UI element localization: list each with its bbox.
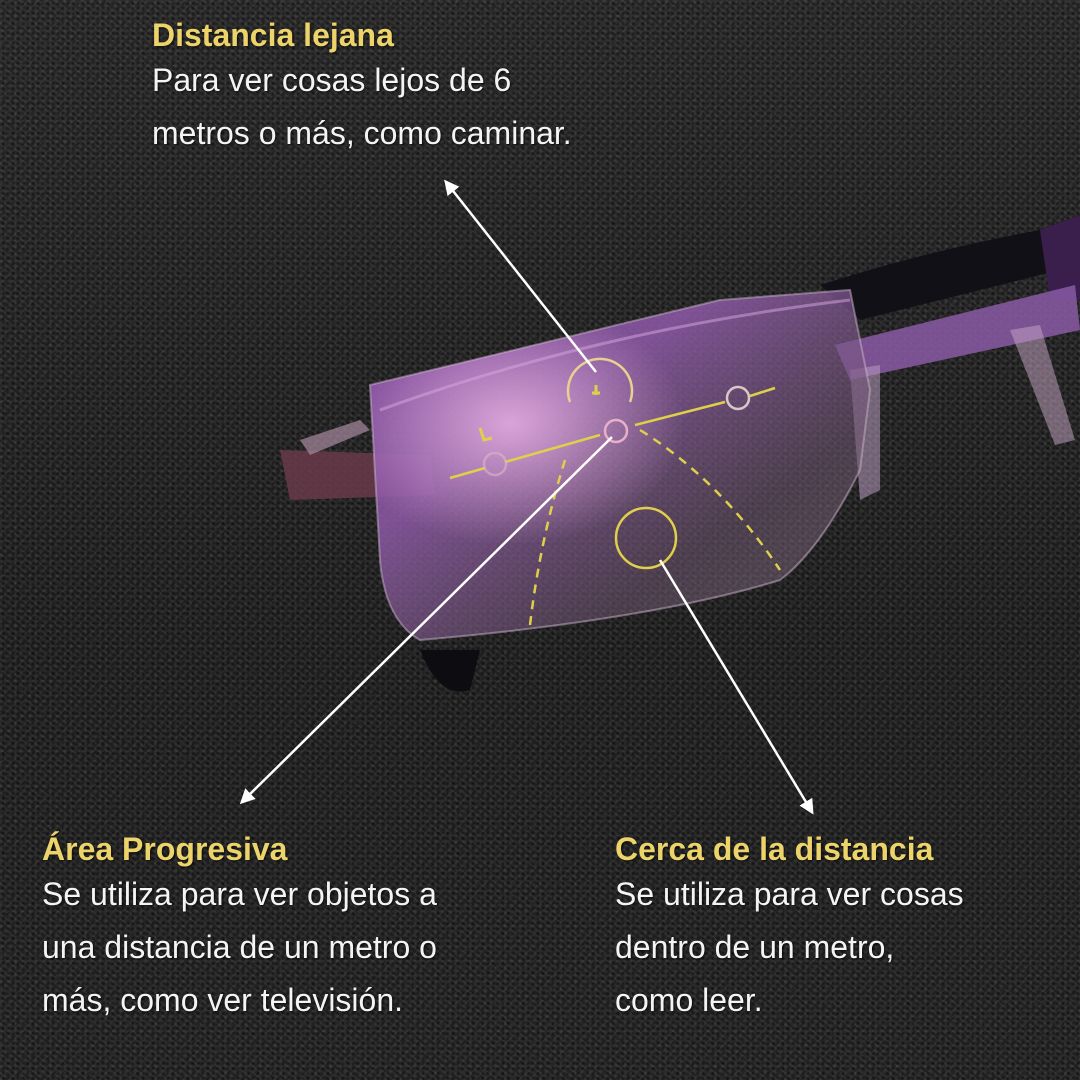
callout-far-distance: Distancia lejana Para ver cosas lejos de… (152, 16, 572, 160)
lens (368, 288, 872, 642)
callout-arrows (239, 179, 814, 815)
lens-zone-guides (449, 357, 782, 626)
callout-progressive-body: Se utiliza para ver objetos a una distan… (42, 876, 437, 1018)
arrow-near (658, 559, 814, 815)
callout-far-body: Para ver cosas lejos de 6 metros o más, … (152, 62, 572, 151)
callout-near-title: Cerca de la distancia (615, 831, 934, 867)
arrow-far (444, 179, 597, 373)
bridge-right (835, 285, 1080, 500)
arrow-progressive (239, 436, 613, 805)
callout-progressive-title: Área Progresiva (42, 831, 288, 867)
temple-arm (820, 215, 1080, 320)
callout-progressive-area: Área Progresiva Se utiliza para ver obje… (42, 830, 437, 1027)
callout-far-title: Distancia lejana (152, 17, 394, 53)
callout-near-distance: Cerca de la distancia Se utiliza para ve… (615, 830, 964, 1027)
callout-near-body: Se utiliza para ver cosas dentro de un m… (615, 876, 964, 1018)
